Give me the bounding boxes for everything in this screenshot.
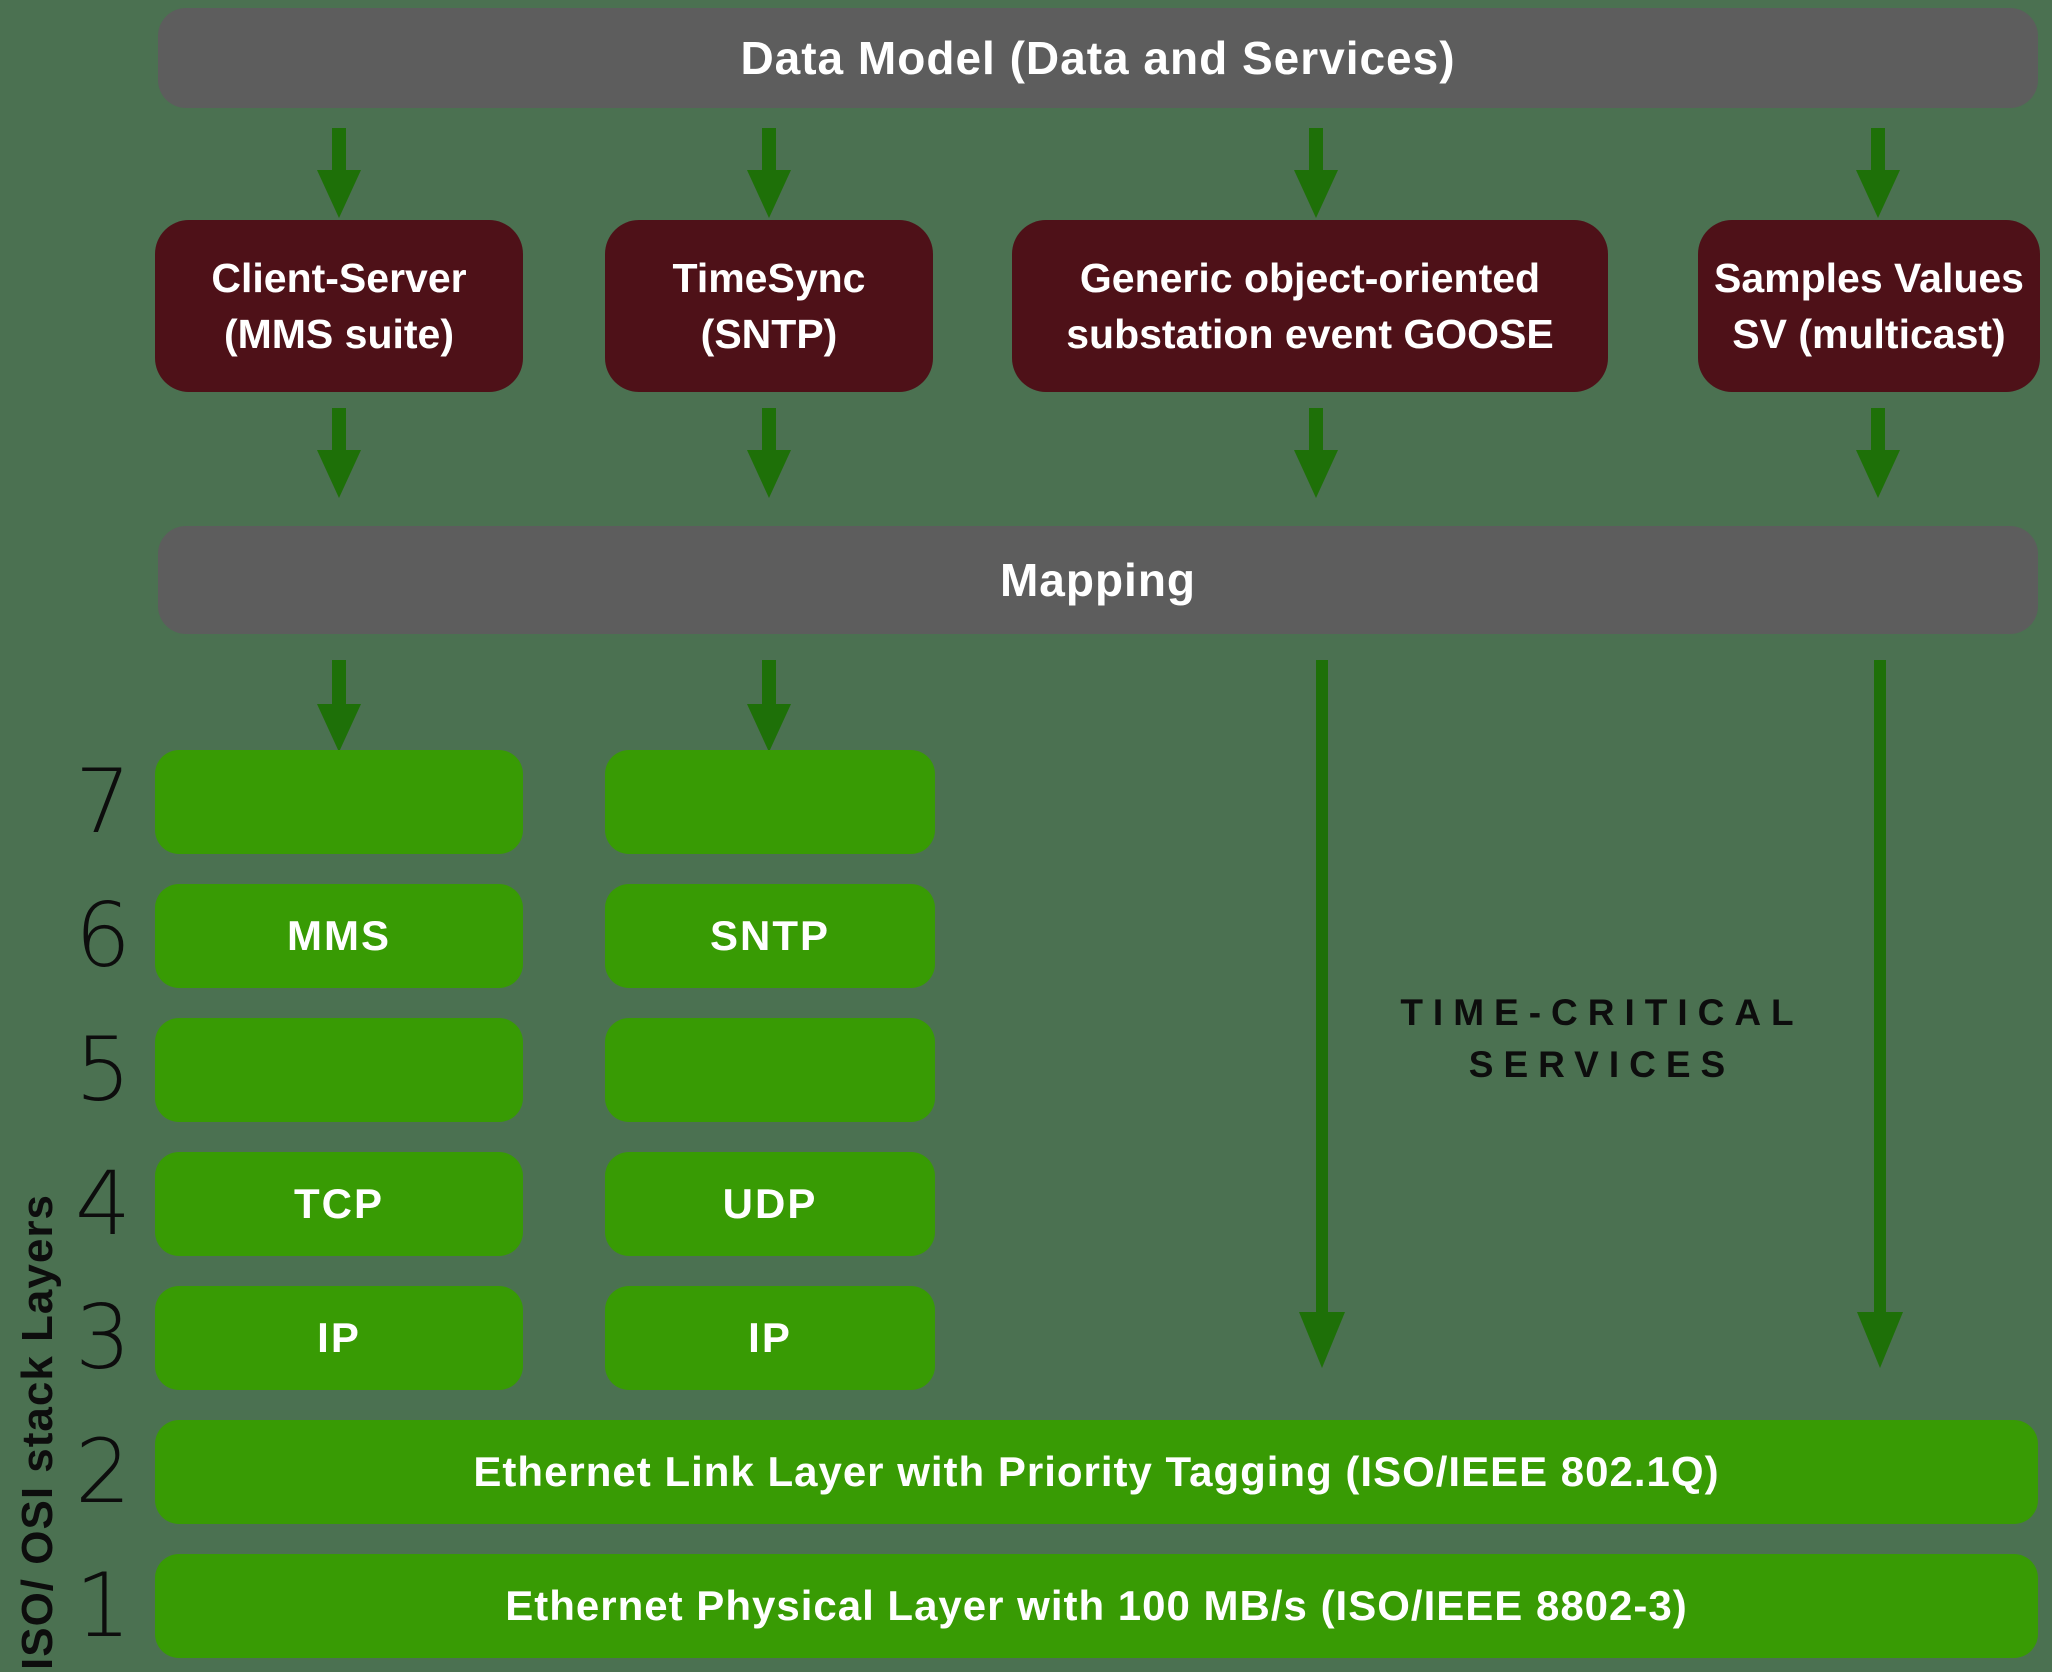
arrow-shaft [762, 128, 776, 170]
layer-box-label: IP [748, 1314, 792, 1361]
layer6-box-sntp: SNTP [605, 884, 935, 988]
mapping-bar: Mapping [158, 526, 2038, 634]
layer-number-2: 2 [75, 1420, 131, 1523]
service-box-client-server: Client-Server (MMS suite) [155, 220, 523, 392]
layer1-box-ethernet-physical: Ethernet Physical Layer with 100 MB/s (I… [155, 1554, 2038, 1658]
arrow-head [317, 704, 361, 752]
service-label-line2: substation event GOOSE [1066, 311, 1554, 357]
layer-box-label: IP [317, 1314, 361, 1361]
layer7-box-sntp-stack [605, 750, 935, 854]
data-model-label: Data Model (Data and Services) [740, 32, 1456, 84]
arrow-head [1294, 450, 1338, 498]
arrow-head [317, 450, 361, 498]
arrow-down-icon [1856, 408, 1900, 498]
service-box-goose: Generic object-oriented substation event… [1012, 220, 1608, 392]
layer-number-4: 4 [75, 1152, 131, 1255]
service-label-line1: Generic object-oriented [1079, 255, 1541, 301]
service-label-line1: Samples Values [1714, 255, 2024, 301]
arrow-down-icon [747, 408, 791, 498]
arrow-shaft [1871, 128, 1885, 170]
service-box-timesync: TimeSync (SNTP) [605, 220, 933, 392]
mapping-label: Mapping [999, 554, 1197, 606]
layer4-box-udp: UDP [605, 1152, 935, 1256]
layer-number-3: 3 [75, 1286, 131, 1389]
arrow-down-icon [317, 660, 361, 752]
annotation-line1: TIME-CRITICAL [1400, 992, 1804, 1033]
arrow-shaft [1871, 408, 1885, 450]
layer-box-label: UDP [722, 1180, 818, 1227]
layer-box-label: Ethernet Link Layer with Priority Taggin… [473, 1448, 1720, 1495]
arrow-head [1857, 1312, 1903, 1368]
service-label-line1: Client-Server [211, 255, 467, 301]
arrow-down-icon [747, 128, 791, 218]
arrow-down-icon [1294, 128, 1338, 218]
layer7-box-mms-stack [155, 750, 523, 854]
layer-box-label: SNTP [709, 912, 830, 959]
service-label-line1: TimeSync [672, 255, 866, 301]
arrow-shaft [332, 660, 346, 704]
arrow-head [747, 450, 791, 498]
service-label-line2: (SNTP) [700, 311, 838, 357]
arrow-head [317, 170, 361, 218]
layer4-box-tcp: TCP [155, 1152, 523, 1256]
layer-box-label: MMS [287, 912, 391, 959]
arrow-shaft [332, 128, 346, 170]
layer-number-7: 7 [75, 750, 131, 853]
layer-number-5: 5 [75, 1018, 131, 1121]
layer-number-1: 1 [75, 1554, 131, 1657]
service-box-sampled-values: Samples Values SV (multicast) [1698, 220, 2040, 392]
layer-number-6: 6 [75, 884, 131, 987]
arrow-shaft [332, 408, 346, 450]
arrow-head [747, 704, 791, 752]
arrow-shaft [762, 660, 776, 704]
layer6-box-mms: MMS [155, 884, 523, 988]
layer3-box-ip-a: IP [155, 1286, 523, 1390]
arrow-shaft [762, 408, 776, 450]
arrow-down-icon [317, 408, 361, 498]
layer2-box-ethernet-link: Ethernet Link Layer with Priority Taggin… [155, 1420, 2038, 1524]
time-critical-services-label: TIME-CRITICAL SERVICES [1322, 987, 1882, 1091]
layer3-box-ip-b: IP [605, 1286, 935, 1390]
arrow-head [1294, 170, 1338, 218]
layer-box-label: Ethernet Physical Layer with 100 MB/s (I… [505, 1582, 1688, 1629]
layer5-box-mms-stack [155, 1018, 523, 1122]
arrow-head [1856, 170, 1900, 218]
arrow-head [1299, 1312, 1345, 1368]
layer5-box-sntp-stack [605, 1018, 935, 1122]
osi-stack-side-label: ISO/ OSI stack Layers [13, 1194, 62, 1670]
arrow-shaft [1309, 128, 1323, 170]
data-model-bar: Data Model (Data and Services) [158, 8, 2038, 108]
annotation-line2: SERVICES [1468, 1044, 1736, 1085]
time-critical-arrow-icon [1299, 660, 1345, 1368]
time-critical-arrow-icon [1857, 660, 1903, 1368]
service-label-line2: (MMS suite) [223, 311, 455, 357]
service-label-line2: SV (multicast) [1732, 311, 2006, 357]
arrow-head [747, 170, 791, 218]
arrow-shaft [1316, 660, 1328, 1312]
arrow-shaft [1874, 660, 1886, 1312]
arrow-down-icon [1294, 408, 1338, 498]
arrow-shaft [1309, 408, 1323, 450]
arrow-down-icon [1856, 128, 1900, 218]
layer-box-label: TCP [294, 1180, 384, 1227]
arrow-down-icon [317, 128, 361, 218]
arrow-down-icon [747, 660, 791, 752]
arrow-head [1856, 450, 1900, 498]
